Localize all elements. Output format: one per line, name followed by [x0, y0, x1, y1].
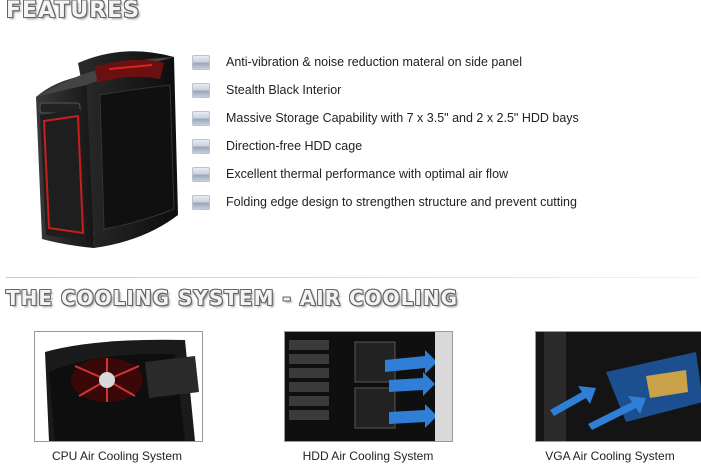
list-item: Excellent thermal performance with optim… [192, 160, 579, 188]
feature-text: Anti-vibration & noise reduction materal… [226, 55, 523, 69]
bullet-icon [192, 138, 210, 154]
vga-cooling-caption: VGA Air Cooling System [545, 449, 675, 463]
section-divider [6, 277, 700, 278]
cpu-cooling-caption: CPU Air Cooling System [51, 449, 183, 463]
list-item: Anti-vibration & noise reduction materal… [192, 48, 579, 76]
list-item: Folding edge design to strengthen struct… [192, 188, 579, 216]
bullet-icon [192, 82, 210, 98]
bullet-icon [192, 166, 210, 182]
feature-text: Stealth Black Interior [226, 83, 342, 97]
vga-cooling-photo [535, 331, 701, 442]
feature-list: Anti-vibration & noise reduction materal… [192, 48, 579, 216]
list-item: Stealth Black Interior [192, 76, 579, 104]
hdd-cooling-photo [284, 331, 453, 442]
feature-text: Direction-free HDD cage [226, 139, 363, 153]
hdd-cooling-caption: HDD Air Cooling System [302, 449, 434, 463]
pc-case-image [36, 51, 178, 249]
feature-text: Massive Storage Capability with 7 x 3.5"… [226, 111, 579, 125]
bullet-icon [192, 110, 210, 126]
bullet-icon [192, 194, 210, 210]
feature-text: Excellent thermal performance with optim… [226, 167, 509, 181]
cpu-cooling-photo [34, 331, 203, 442]
features-heading: FEATURES [6, 0, 141, 23]
list-item: Direction-free HDD cage [192, 132, 579, 160]
cooling-heading: THE COOLING SYSTEM - AIR COOLING [6, 286, 459, 310]
list-item: Massive Storage Capability with 7 x 3.5"… [192, 104, 579, 132]
feature-text: Folding edge design to strengthen struct… [226, 195, 577, 209]
bullet-icon [192, 54, 210, 70]
